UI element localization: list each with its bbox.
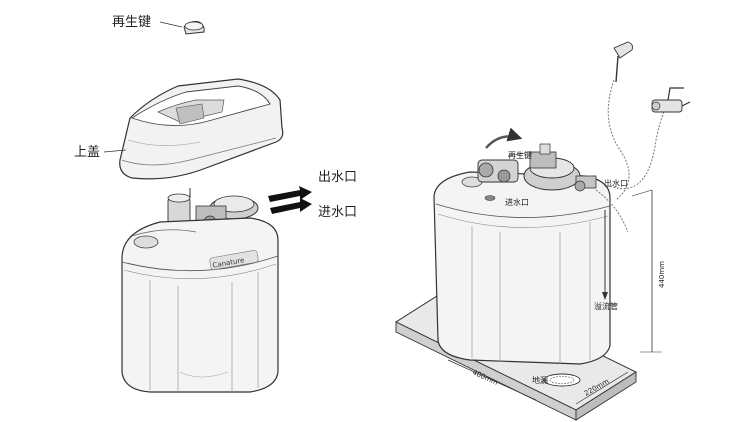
- right-valve-assembly: [477, 143, 597, 192]
- height-dimension: [631, 189, 662, 353]
- right-figure: 地漏 再生键 出水口 进水: [394, 41, 691, 421]
- floor-drain-label: 地漏: [532, 375, 548, 385]
- flow-arrow-icon: [268, 186, 312, 214]
- faucet-icon: [651, 87, 691, 113]
- drain-pipe-label: 溢流管: [594, 301, 618, 311]
- right-outlet-label: 出水口: [604, 178, 628, 188]
- overflow-pipe: [602, 210, 608, 300]
- regen-key-part: [183, 21, 205, 35]
- height-dim-label: 440mm: [658, 261, 666, 288]
- left-figure: 再生键 上盖 出水口 进水口: [74, 15, 357, 393]
- right-regen-leader: [507, 151, 533, 157]
- right-inlet-label: 进水口: [505, 197, 529, 207]
- width-dimension: [447, 359, 537, 401]
- right-regen-key-label: 再生键: [508, 150, 532, 160]
- rotate-arrow-icon: [485, 127, 523, 149]
- top-cover-leader: [103, 149, 127, 153]
- right-tank-body: [433, 171, 611, 365]
- regen-key-leader: [159, 21, 183, 28]
- floor-drain: [543, 373, 581, 387]
- left-tank-body: Canature: [121, 217, 279, 393]
- depth-dimension: [575, 371, 629, 405]
- shower-head-icon: [613, 41, 633, 83]
- left-top-cover-label: 上盖: [74, 145, 100, 160]
- left-outlet-label: 出水口: [318, 170, 357, 185]
- left-regen-key-label: 再生键: [112, 15, 151, 30]
- top-cover-part: [119, 78, 284, 180]
- left-inlet-label: 进水口: [318, 205, 357, 220]
